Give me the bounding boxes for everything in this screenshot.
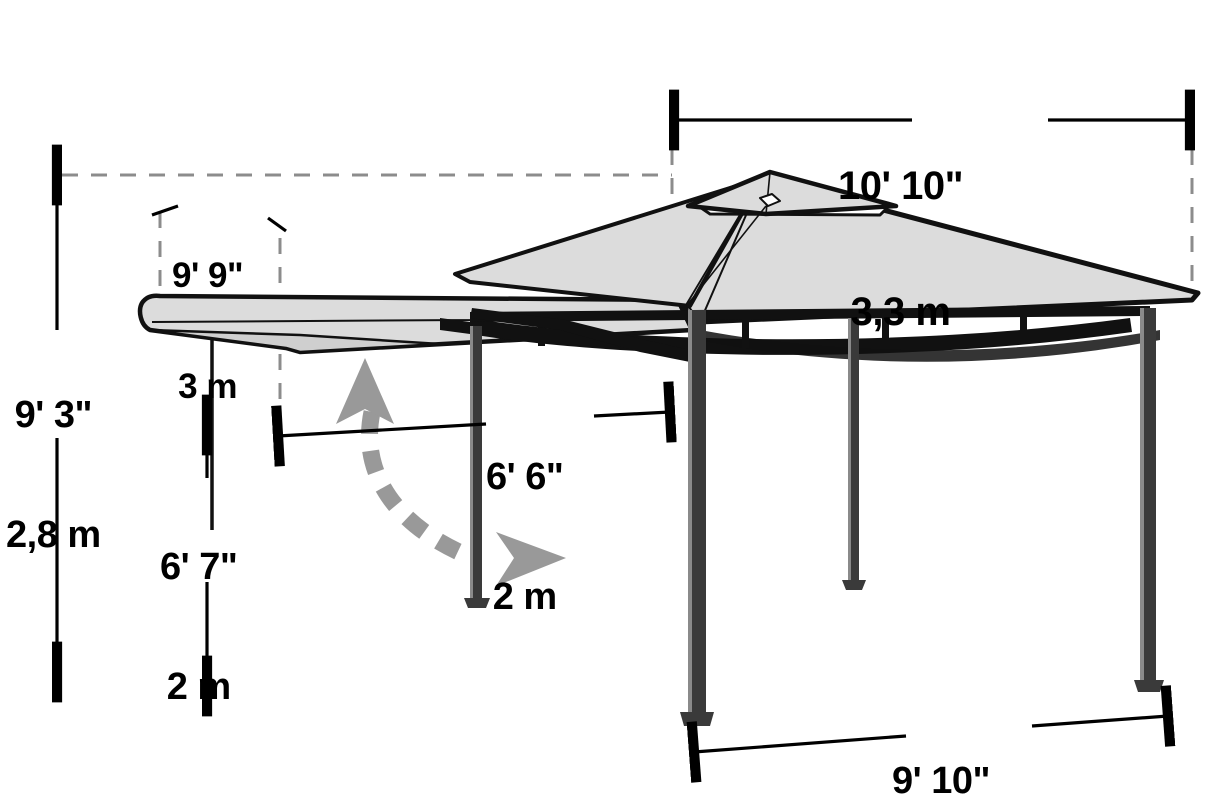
awning-panel	[137, 293, 695, 530]
dimension-label-overall-height: 9' 3" 2,8 m	[6, 320, 101, 630]
tilt-arrow-head-right	[496, 532, 566, 586]
roof-center-seam	[687, 205, 767, 305]
beam-eave-rail	[470, 306, 1150, 322]
dimension-imperial: 6' 7"	[160, 546, 238, 588]
roof-hub	[759, 193, 781, 207]
dimline-reach-left	[271, 405, 487, 467]
dimension-lines	[51, 89, 1196, 783]
dimension-imperial: 10' 10"	[838, 164, 964, 208]
dimension-metric: 2,8 m	[6, 514, 101, 556]
dimension-imperial: 9' 9"	[172, 256, 244, 295]
post-back-middle-foot	[842, 580, 866, 590]
tilt-arrow-curve	[361, 410, 472, 564]
beam-connector-4	[1020, 308, 1027, 342]
awning-lip	[148, 328, 442, 354]
post-front-left-foot	[680, 712, 714, 726]
beam-connector-2	[742, 314, 749, 348]
beam-connector-3	[882, 310, 889, 346]
dimension-label-footprint-depth: 9' 10" 3 m	[892, 686, 991, 798]
dimension-imperial: 9' 3"	[14, 394, 93, 436]
dimension-metric: 2 m	[492, 576, 557, 618]
dimension-metric: 2 m	[166, 666, 231, 708]
roof-lower-left	[453, 176, 764, 308]
beam-connector-1	[538, 316, 545, 346]
posts	[464, 308, 1164, 726]
main-canopy	[453, 169, 1201, 325]
dimline-depth-left	[686, 721, 907, 783]
post-right-foot	[1134, 680, 1164, 692]
roof-upper	[685, 169, 899, 217]
tilt-arrow-head-up	[336, 358, 394, 424]
dimension-imperial: 6' 6"	[486, 456, 564, 498]
dimension-metric: 3,3 m	[850, 290, 951, 334]
dimension-metric: 3 m	[178, 367, 237, 406]
beam-awning-stub	[440, 318, 470, 334]
beam-back-arch	[700, 330, 1160, 362]
dimension-label-awning-depth: 9' 9" 3 m	[172, 188, 244, 474]
post-awning-mid	[464, 326, 490, 608]
dimline-reach-right	[593, 381, 677, 443]
dimension-label-canopy-width: 10' 10" 3,3 m	[838, 86, 964, 412]
dimension-label-awning-reach: 6' 6" 2 m	[486, 382, 564, 692]
post-back-middle	[842, 318, 866, 590]
roof-upper-ridge	[765, 171, 771, 215]
dimline-depth-right	[1031, 685, 1176, 747]
dimension-imperial: 9' 10"	[892, 760, 991, 798]
dimtick-awning-left	[151, 204, 179, 217]
post-awning-mid-foot	[464, 598, 490, 608]
frame-beams	[440, 306, 1160, 362]
beam-awning-hinge-arm	[470, 308, 690, 362]
dimension-label-clearance: 6' 7" 2 m	[160, 472, 238, 782]
dimtick-awning-right	[267, 216, 287, 233]
post-front-left	[680, 310, 714, 726]
awning-tilt-arrow	[336, 358, 566, 586]
post-right	[1134, 308, 1164, 692]
